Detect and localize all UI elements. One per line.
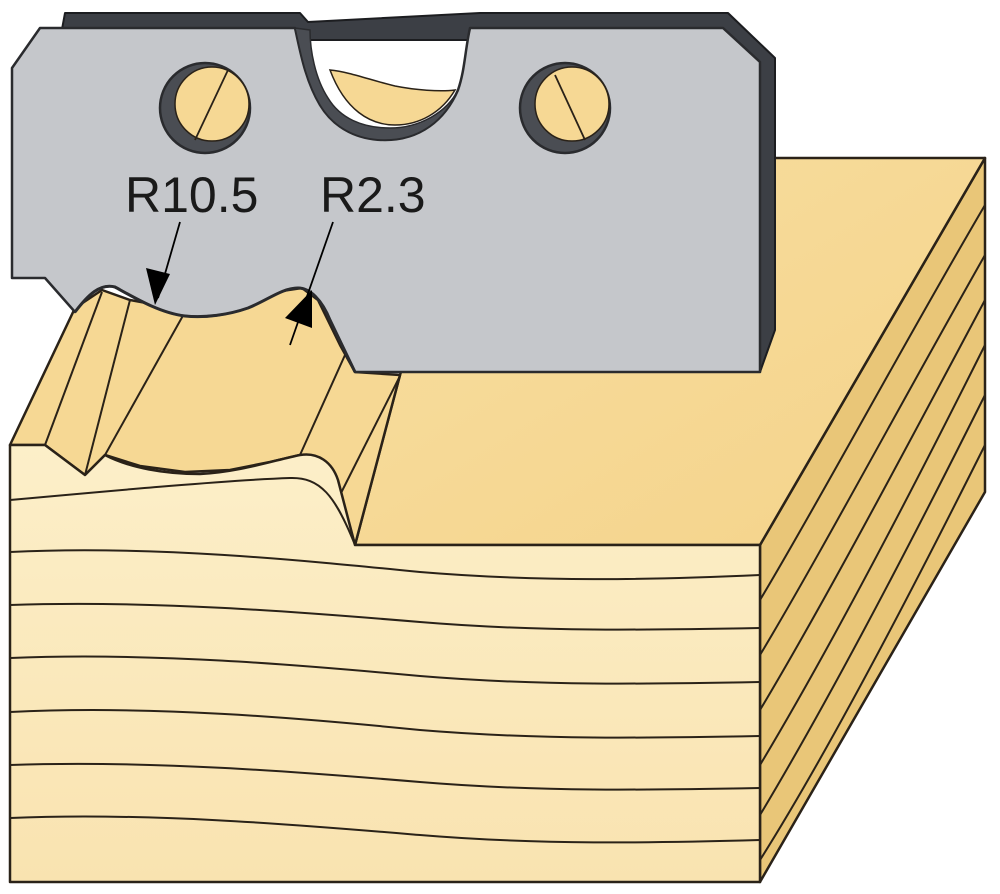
wood-through-notch (328, 69, 457, 126)
wood-front-grain (9, 476, 761, 844)
dimension-annotations: R10.5 R2.3 (125, 167, 426, 346)
radius-small-label: R2.3 (320, 167, 426, 223)
mounting-hole-icon (158, 61, 252, 155)
dimension-arrow-icon (146, 268, 170, 305)
wood-profile-ridges (44, 291, 401, 496)
blade-notch-shadow (294, 27, 459, 141)
knife-blade (10, 12, 776, 374)
blade-cutting-edge (73, 284, 357, 373)
radius-large-label: R10.5 (125, 167, 258, 223)
r2-3-leader-line (289, 221, 334, 346)
dimension-arrow-icon (285, 290, 312, 328)
wood-side-grain (759, 204, 986, 861)
mounting-hole-icon (518, 61, 612, 155)
